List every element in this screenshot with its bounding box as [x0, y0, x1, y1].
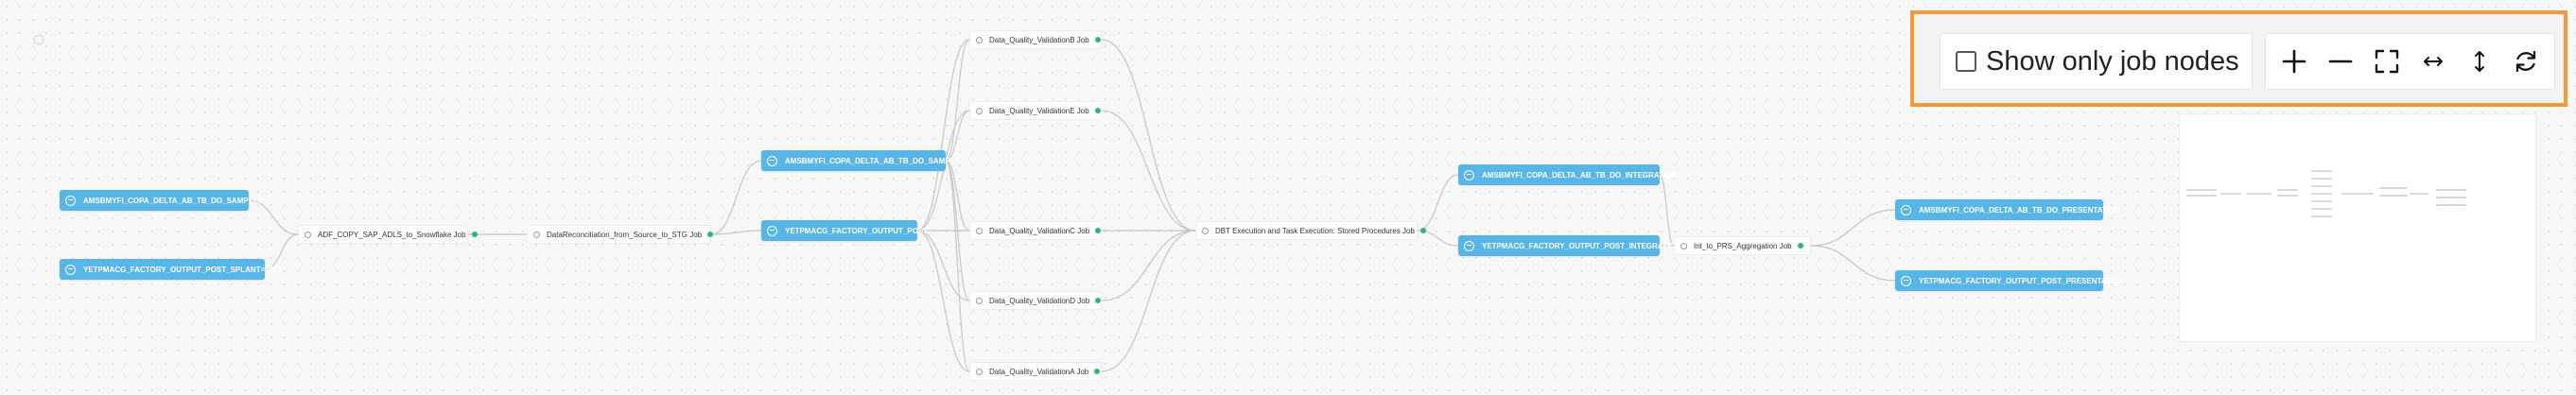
- graph-edge: [945, 160, 970, 232]
- status-ok-icon: [1419, 228, 1426, 233]
- job-icon: [976, 368, 983, 375]
- status-ok-icon: [707, 232, 714, 237]
- fit-view-icon: [2375, 49, 2399, 74]
- graph-edge: [710, 230, 762, 235]
- fit-view-button[interactable]: [2368, 43, 2406, 80]
- graph-edge: [1417, 174, 1459, 232]
- graph-edge: [945, 160, 970, 372]
- node-label: YETPMACG_FACTORY_OUTPUT_POST: [785, 226, 929, 235]
- dataset-node[interactable]: YETPMACG_FACTORY_OUTPUT_POST_PRESENTATIO…: [1895, 270, 2124, 291]
- dataset-node[interactable]: AMSBMYFI_COPA_DELTA_AB_TB_DO_SAMPLE: [761, 150, 960, 171]
- dataset-node[interactable]: AMSBMYFI_COPA_DELTA_AB_TB_DO_PRESENTATIO…: [1895, 199, 2120, 220]
- node-label: DBT Execution and Task Execution: Stored…: [1215, 226, 1415, 235]
- dataset-icon: [1901, 275, 1911, 286]
- node-label: AMSBMYFI_COPA_DELTA_AB_TB_DO_SAMPLES: [83, 196, 264, 205]
- graph-edge: [945, 39, 970, 162]
- refresh-icon: [2515, 50, 2535, 73]
- graph-corner-icon: [33, 34, 44, 45]
- node-label: YETPMACG_FACTORY_OUTPUT_POST_PRESENTATIO…: [1919, 276, 2125, 285]
- status-ok-icon: [1095, 298, 1102, 303]
- node-label: AMSBMYFI_COPA_DELTA_AB_TB_DO_SAMPLE: [785, 156, 960, 165]
- graph-edge: [1659, 174, 1675, 247]
- graph-edge: [248, 199, 299, 235]
- node-label: Int_to_PRS_Aggregation Job: [1694, 241, 1792, 250]
- vertical-layout-icon: [2474, 51, 2484, 72]
- status-ok-icon: [471, 232, 478, 237]
- graph-edge: [1101, 39, 1196, 232]
- job-node[interactable]: Data_Quality_ValidationC Job: [969, 221, 1102, 240]
- status-ok-icon: [1094, 369, 1101, 374]
- show-only-job-nodes-toggle[interactable]: Show only job nodes: [1940, 33, 2253, 90]
- status-ok-icon: [1797, 243, 1803, 249]
- show-only-job-nodes-label: Show only job nodes: [1986, 45, 2239, 77]
- job-icon: [976, 297, 983, 304]
- job-node[interactable]: DBT Execution and Task Execution: Stored…: [1195, 221, 1426, 240]
- graph-edge: [1810, 209, 1896, 247]
- status-ok-icon: [1094, 37, 1101, 43]
- graph-edge: [1101, 110, 1196, 232]
- node-label: Data_Quality_ValidationA Job: [989, 367, 1089, 376]
- node-label: Data_Quality_ValidationB Job: [989, 35, 1089, 44]
- node-label: ADF_COPY_SAP_ADLS_to_Snowflake Job: [318, 230, 466, 239]
- graph-edge: [1101, 230, 1196, 372]
- zoom-out-icon: [2328, 60, 2353, 63]
- status-ok-icon: [1095, 228, 1102, 233]
- dataset-node[interactable]: AMSBMYFI_COPA_DELTA_AB_TB_DO_SAMPLES: [60, 190, 263, 211]
- job-icon: [976, 227, 983, 234]
- dataset-node[interactable]: YETPMACG_FACTORY_OUTPUT_POST_INTEGRATION: [1458, 235, 1680, 256]
- job-icon: [976, 107, 983, 114]
- dataset-icon: [1464, 169, 1474, 180]
- dataset-node[interactable]: YETPMACG_FACTORY_OUTPUT_POST: [761, 220, 928, 241]
- graph-edge: [916, 230, 970, 372]
- show-only-job-nodes-checkbox[interactable]: [1956, 51, 1976, 72]
- zoom-in-icon: [2283, 49, 2306, 74]
- graph-edge: [264, 233, 299, 270]
- vertical-layout-button[interactable]: [2461, 43, 2498, 80]
- dataset-icon: [1464, 240, 1474, 251]
- graph-edge: [916, 230, 970, 301]
- horizontal-layout-icon: [2423, 57, 2443, 66]
- zoom-in-button[interactable]: [2275, 43, 2313, 80]
- node-label: AMSBMYFI_COPA_DELTA_AB_TB_DO_PRESENTATIO…: [1919, 205, 2121, 215]
- zoom-out-button[interactable]: [2322, 43, 2359, 80]
- dataset-icon: [65, 264, 76, 275]
- graph-edge: [1810, 245, 1896, 282]
- job-node[interactable]: Data_Quality_ValidationA Job: [969, 362, 1102, 381]
- dataset-node[interactable]: AMSBMYFI_COPA_DELTA_AB_TB_DO_INTEGRATION: [1458, 164, 1677, 185]
- job-node[interactable]: Int_to_PRS_Aggregation Job: [1674, 236, 1811, 255]
- graph-edge: [945, 110, 970, 162]
- refresh-button[interactable]: [2507, 43, 2545, 80]
- graph-controls: [2265, 33, 2555, 90]
- graph-toolbar: Show only job nodes: [1910, 10, 2567, 107]
- job-icon: [1202, 227, 1209, 234]
- minimap-preview: [2186, 170, 2466, 217]
- minimap[interactable]: [2179, 113, 2536, 342]
- job-node[interactable]: Data_Quality_ValidationD Job: [969, 291, 1102, 310]
- node-label: Data_Quality_ValidationC Job: [989, 226, 1090, 235]
- dataset-icon: [65, 195, 76, 206]
- horizontal-layout-button[interactable]: [2414, 43, 2452, 80]
- graph-edge: [1101, 230, 1196, 301]
- job-icon: [976, 36, 983, 43]
- job-icon: [533, 231, 540, 238]
- status-ok-icon: [1094, 108, 1101, 113]
- node-label: YETPMACG_FACTORY_OUTPUT_POST_SPLANT=0261: [83, 265, 283, 274]
- dataset-node[interactable]: YETPMACG_FACTORY_OUTPUT_POST_SPLANT=0261: [60, 259, 282, 280]
- node-label: AMSBMYFI_COPA_DELTA_AB_TB_DO_INTEGRATION: [1482, 170, 1678, 180]
- graph-edge: [916, 39, 970, 232]
- dataset-icon: [767, 225, 777, 236]
- job-node[interactable]: DataReconciliation_from_Source_to_STG Jo…: [527, 225, 714, 244]
- dataset-icon: [767, 155, 777, 166]
- job-icon: [305, 231, 311, 238]
- job-icon: [1680, 242, 1687, 249]
- node-label: Data_Quality_ValidationD Job: [989, 296, 1090, 305]
- graph-edge: [710, 160, 762, 235]
- job-node[interactable]: ADF_COPY_SAP_ADLS_to_Snowflake Job: [298, 225, 478, 244]
- node-label: YETPMACG_FACTORY_OUTPUT_POST_INTEGRATION: [1482, 241, 1681, 250]
- node-label: DataReconciliation_from_Source_to_STG Jo…: [547, 230, 703, 239]
- node-label: Data_Quality_ValidationE Job: [989, 106, 1089, 115]
- dataset-icon: [1901, 204, 1911, 215]
- job-node[interactable]: Data_Quality_ValidationE Job: [969, 101, 1102, 120]
- job-node[interactable]: Data_Quality_ValidationB Job: [969, 30, 1102, 49]
